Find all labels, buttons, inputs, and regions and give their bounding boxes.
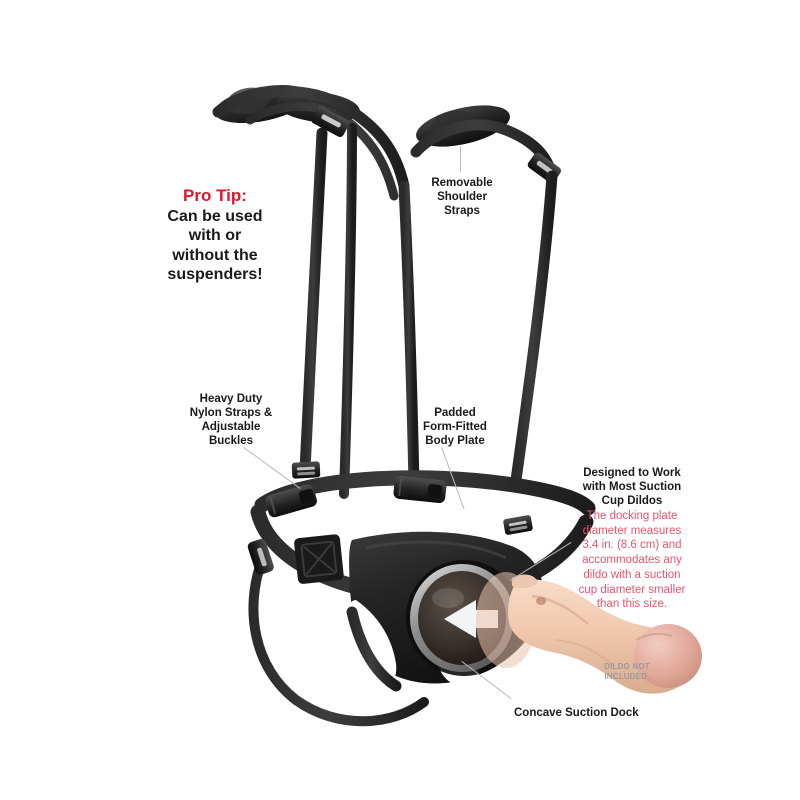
buckle-waist-center (393, 475, 447, 504)
body-plate-line-3: Body Plate (425, 435, 485, 448)
pro-tip-line-2: with or (188, 227, 242, 245)
pro-tip-line-1: Can be used (167, 207, 263, 225)
suction-dock-label: Concave Suction Dock (514, 707, 639, 719)
suction-compat-heading-1: Designed to Work (583, 467, 681, 479)
suction-compat-body-4: accommodates any (582, 554, 682, 567)
suction-compat-body-6: cup diameter smaller (578, 583, 686, 596)
buckle-shoulder-left (311, 106, 350, 137)
nylon-straps-line-2: Nylon Straps & (189, 407, 273, 420)
nylon-straps-line-1: Heavy Duty (199, 393, 263, 405)
suction-compat-body-3: 3.4 in. (8.6 cm) and (582, 539, 682, 552)
suction-compat-body-7: than this size. (596, 598, 668, 611)
body-plate-line-1: Padded (434, 407, 476, 419)
disclaimer-note: DILDO NOT INCLUDED. (582, 662, 672, 682)
dock-arrow-icon (444, 600, 498, 638)
shoulder-straps-line-3: Straps (444, 205, 480, 218)
leader-shoulder-straps (460, 146, 461, 172)
suction-compat-heading-2: with Most Suction (582, 481, 682, 494)
pro-tip-line-3: without the (172, 246, 258, 264)
nylon-straps-line-3: Adjustable (201, 421, 261, 434)
dildo-head (634, 624, 702, 688)
suction-cup-dildo (476, 572, 702, 694)
buckle-leg (247, 538, 274, 575)
suction-compat-body-5: dildo with a suction (583, 568, 681, 581)
body-plate-line-2: Form-Fitted (423, 421, 487, 434)
shoulder-straps-line-1: Removable (431, 177, 493, 189)
leg-strap-inner (346, 606, 402, 692)
strap-upper-left (212, 86, 410, 192)
disclaimer-line-2: INCLUDED. (604, 672, 650, 681)
slider-left (291, 461, 321, 479)
buckle-waist-left (265, 484, 317, 518)
nylon-straps-line-4: Buckles (208, 435, 254, 448)
brand-tag (294, 534, 344, 584)
disclaimer-line-1: DILDO NOT (604, 662, 650, 671)
suspender-strap-center (398, 180, 420, 492)
suspender-strap-left-inner (339, 123, 357, 499)
slider-right (503, 515, 533, 535)
suction-compat-heading-3: Cup Dildos (601, 495, 663, 508)
leg-strap-outer (248, 555, 429, 727)
pro-tip-line-4: suspenders! (167, 266, 263, 284)
callout-pro-tip: Pro Tip: Can be used with or without the… (140, 186, 290, 285)
suspender-strap-right (510, 170, 558, 486)
suspender-strap-left-outer (299, 127, 328, 476)
suction-compat-body-1: The docking plate (586, 510, 678, 523)
callout-body-plate: Padded Form-Fitted Body Plate (390, 406, 520, 448)
callout-shoulder-straps: Removable Shoulder Straps (400, 176, 524, 218)
callout-suction-compat: Designed to Work with Most Suction Cup D… (552, 466, 712, 612)
callout-suction-dock: Concave Suction Dock (514, 706, 694, 720)
suction-compat-body-2: diameter measures (582, 524, 682, 537)
callout-nylon-straps: Heavy Duty Nylon Straps & Adjustable Buc… (158, 392, 304, 448)
pro-tip-title: Pro Tip: (183, 186, 247, 205)
shoulder-straps-line-2: Shoulder (437, 191, 487, 204)
